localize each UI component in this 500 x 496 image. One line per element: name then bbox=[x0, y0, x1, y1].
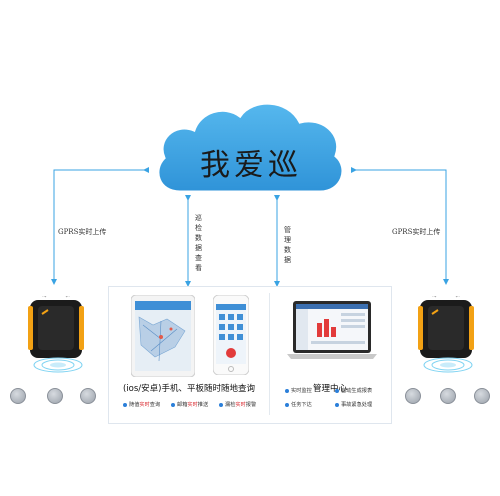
cloud-icon bbox=[156, 101, 345, 194]
checkpoint-tag-icon bbox=[440, 388, 456, 404]
feature-auto-report: 自动生成报表 bbox=[335, 387, 372, 394]
checkpoint-tag-icon bbox=[47, 388, 63, 404]
mobile-query-caption: (ios/安卓)手机、平板随时随地查询 bbox=[123, 384, 255, 394]
bullet-icon bbox=[285, 402, 289, 407]
right-upload-label: GPRS实时上传 bbox=[392, 228, 441, 236]
feature-email-push: 邮箱实时推送 bbox=[171, 401, 208, 408]
patrol-device-icon bbox=[28, 295, 84, 358]
bullet-icon bbox=[335, 388, 339, 393]
tablet-icon bbox=[131, 295, 195, 377]
bullet-icon bbox=[285, 388, 289, 393]
left-connector bbox=[51, 167, 149, 285]
phone-icon bbox=[213, 295, 249, 375]
bullet-icon bbox=[335, 402, 339, 407]
left-patrol-device bbox=[28, 295, 84, 373]
bullet-icon bbox=[123, 402, 127, 407]
right-patrol-device bbox=[418, 295, 474, 373]
checkpoint-tag-icon bbox=[474, 388, 490, 404]
left-upload-label: GPRS实时上传 bbox=[58, 228, 107, 236]
inspection-query-label: 巡检数据查看 bbox=[194, 214, 203, 274]
laptop-icon bbox=[287, 301, 377, 359]
right-connector bbox=[351, 167, 449, 285]
bullet-icon bbox=[171, 402, 175, 407]
checkpoint-tag-icon bbox=[10, 388, 26, 404]
feature-missed-alarm: 漏检实时报警 bbox=[219, 401, 256, 408]
signal-rings-icon bbox=[423, 357, 473, 373]
signal-rings-icon bbox=[33, 357, 83, 373]
query-panel: (ios/安卓)手机、平板随时随地查询 管理中心 随值实时查询 邮箱实时推送 漏… bbox=[108, 286, 392, 424]
management-center-caption: 管理中心 bbox=[312, 384, 347, 394]
panel-divider bbox=[269, 293, 270, 415]
feature-emergency-handling: 事故紧急处理 bbox=[335, 401, 372, 408]
bullet-icon bbox=[219, 402, 223, 407]
checkpoint-tag-icon bbox=[405, 388, 421, 404]
feature-realtime-monitor: 实时监控 bbox=[285, 387, 312, 394]
patrol-device-icon bbox=[418, 295, 474, 358]
management-data-label: 管理数据 bbox=[283, 226, 292, 266]
checkpoint-tag-icon bbox=[80, 388, 96, 404]
cloud-title: 我爱巡 bbox=[200, 148, 302, 183]
feature-realtime-query: 随值实时查询 bbox=[123, 401, 160, 408]
feature-task-dispatch: 任务下达 bbox=[285, 401, 312, 408]
